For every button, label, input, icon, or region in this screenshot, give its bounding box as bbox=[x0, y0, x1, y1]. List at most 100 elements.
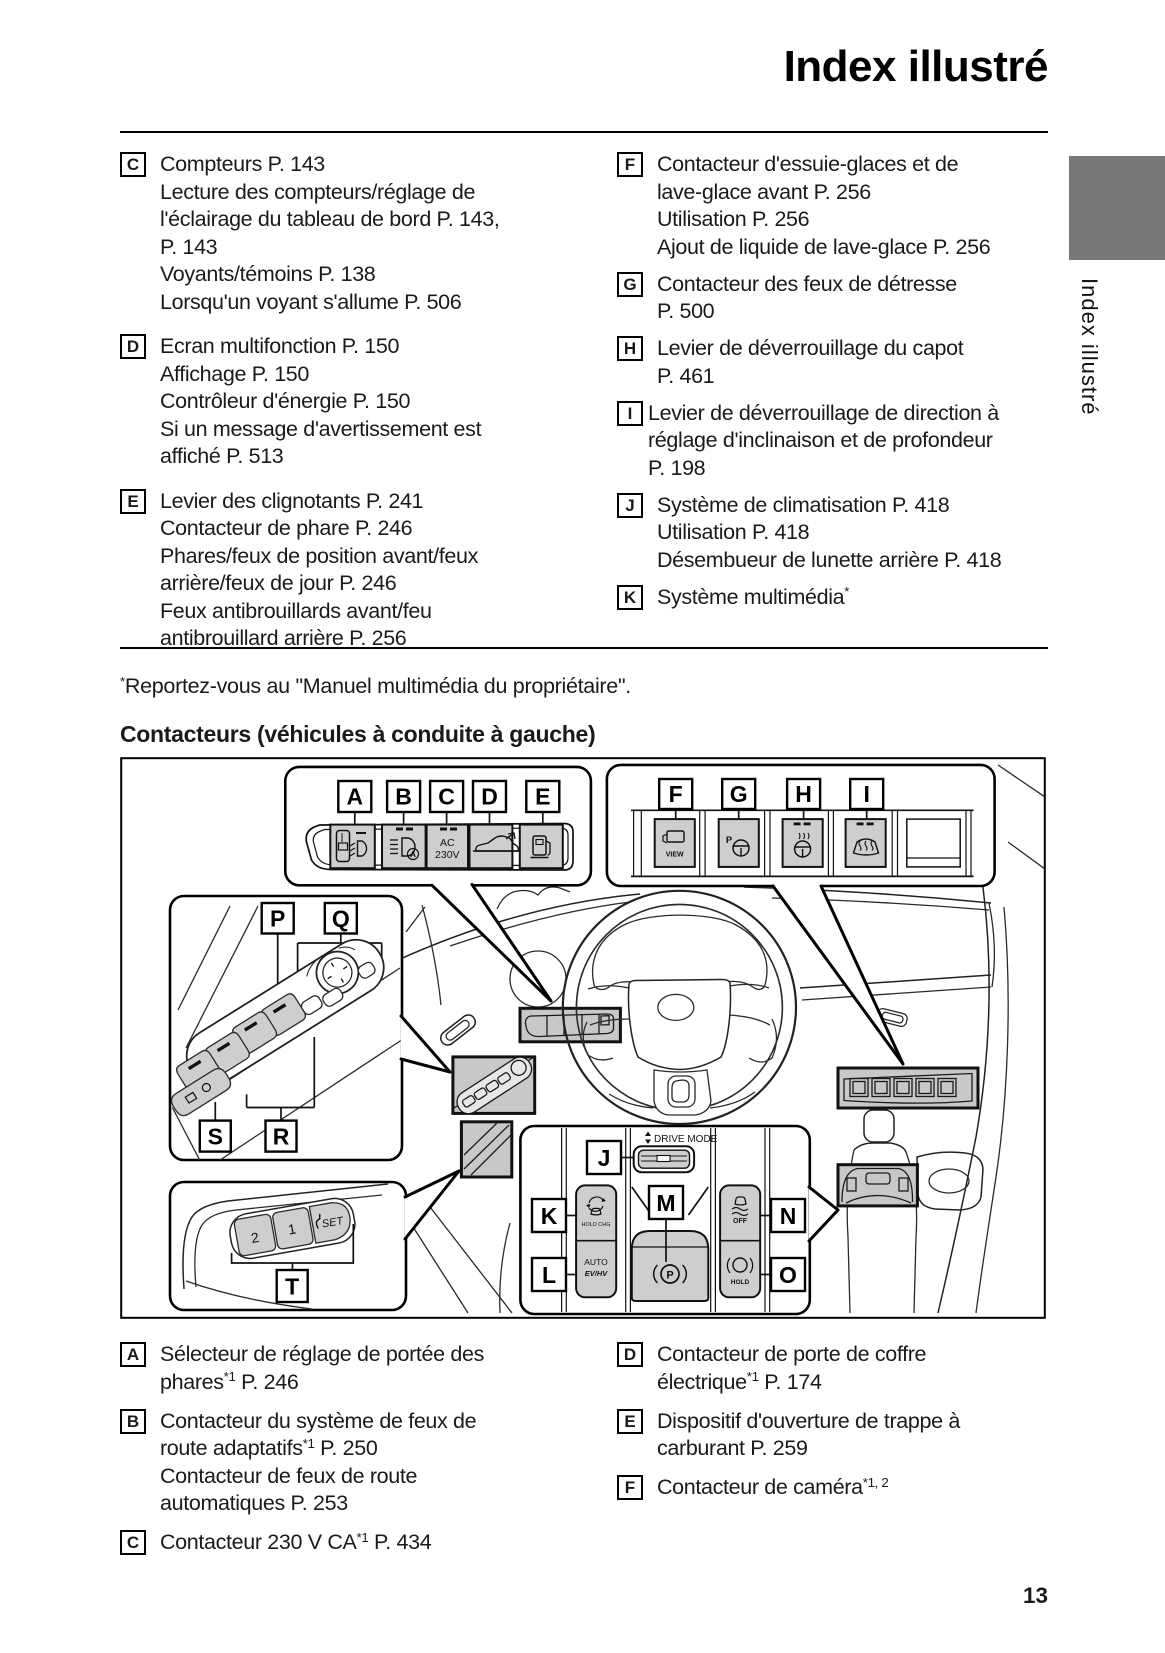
svg-text:VIEW: VIEW bbox=[666, 852, 684, 859]
title-rule bbox=[120, 131, 1048, 134]
park-assist-icon: P bbox=[726, 835, 750, 857]
parking-brake-switch bbox=[630, 1230, 710, 1302]
window-switch-cluster bbox=[170, 938, 385, 1117]
svg-text:L: L bbox=[542, 1262, 556, 1288]
callout-K: K bbox=[530, 1197, 568, 1234]
svg-text:EV/HV: EV/HV bbox=[585, 1269, 609, 1278]
highlight-console bbox=[836, 1163, 919, 1208]
drive-support-switches-left: HOLD CHG AUTO EV/HV bbox=[575, 1184, 618, 1299]
svg-text:I: I bbox=[864, 781, 870, 807]
item-letter-box: J bbox=[617, 492, 643, 518]
item-letter-box: D bbox=[617, 1342, 643, 1367]
index-item-C: C Contacteur 230 V CA*1 P. 434 bbox=[120, 1529, 590, 1557]
callout-P: P bbox=[260, 901, 295, 935]
page-title: Index illustré bbox=[783, 42, 1049, 91]
callout-M: M bbox=[647, 1184, 685, 1221]
windshield-defrost-icon bbox=[852, 822, 880, 856]
callout-B: B bbox=[385, 779, 422, 814]
svg-text:Q: Q bbox=[332, 906, 350, 932]
item-letter-box: C bbox=[120, 1530, 146, 1555]
item-letter-box: G bbox=[617, 271, 643, 297]
item-letter-box: C bbox=[120, 152, 146, 177]
inset-seat-memory: 2 1 SET T bbox=[168, 1180, 408, 1312]
svg-text:A: A bbox=[346, 784, 363, 810]
section-rule bbox=[120, 647, 1048, 649]
callout-D: D bbox=[471, 779, 508, 814]
window-switch-buttons bbox=[175, 993, 307, 1093]
svg-text:H: H bbox=[795, 781, 812, 807]
svg-text:2: 2 bbox=[250, 1229, 261, 1246]
figure-border bbox=[120, 757, 1046, 1319]
callout-R: R bbox=[264, 1119, 298, 1153]
callout-A: A bbox=[337, 779, 373, 814]
inset-door-switches: P Q S R bbox=[168, 894, 404, 1162]
seat-memory-switch: 2 1 SET bbox=[229, 1197, 356, 1260]
callout-T: T bbox=[275, 1268, 309, 1304]
chapter-tab-label: Index illustré bbox=[1077, 278, 1102, 416]
svg-text:OFF: OFF bbox=[733, 1218, 748, 1225]
callout-O: O bbox=[769, 1256, 807, 1293]
radar-cruise-icon: HOLD CHG bbox=[581, 1196, 611, 1228]
callout-Q: Q bbox=[323, 901, 359, 935]
power-tailgate-icon bbox=[473, 832, 520, 852]
item-text: Contacteur 230 V CA*1 P. 434 bbox=[160, 1529, 432, 1554]
steering-wheel bbox=[561, 889, 798, 1126]
highlight-seat-memory-area bbox=[459, 1120, 514, 1179]
rear-console bbox=[916, 1151, 984, 1211]
svg-text:E: E bbox=[535, 784, 550, 810]
inset-dash-switch-panel-left: A AC 230V bbox=[284, 765, 593, 887]
heated-steering-wheel-icon bbox=[793, 822, 812, 858]
item-letter-box: K bbox=[617, 584, 643, 610]
callout-I: I bbox=[849, 777, 885, 811]
callout-E: E bbox=[525, 779, 561, 814]
item-letter-box: H bbox=[617, 336, 643, 361]
highlight-dash-switches-left bbox=[518, 1006, 622, 1044]
svg-text:AUTO: AUTO bbox=[584, 1257, 608, 1267]
item-letter-box: E bbox=[120, 488, 146, 514]
inset-console: P HOLD CHG AUTO EV/ bbox=[519, 1124, 812, 1316]
item-letter-box: B bbox=[120, 1408, 146, 1434]
figure-heading: Contacteurs (véhicules à conduite à gauc… bbox=[120, 721, 596, 747]
svg-text:O: O bbox=[779, 1262, 797, 1288]
svg-text:230V: 230V bbox=[435, 849, 460, 861]
item-text: Système multimédia* bbox=[657, 584, 850, 609]
dashboard-scene bbox=[397, 764, 1044, 1314]
callout-J: J bbox=[585, 1139, 623, 1176]
svg-text:AC: AC bbox=[440, 837, 455, 849]
page-number: 13 bbox=[1022, 1583, 1048, 1608]
item-letter-box: E bbox=[617, 1408, 643, 1434]
svg-text:P: P bbox=[270, 906, 285, 932]
pointer-wedges bbox=[399, 883, 905, 1243]
callout-S: S bbox=[198, 1119, 233, 1153]
index-item-K: K Système multimédia* bbox=[617, 584, 1048, 612]
svg-text:A: A bbox=[410, 850, 416, 859]
passenger-seat bbox=[846, 1109, 918, 1314]
svg-text:F: F bbox=[669, 781, 683, 807]
inset-dash-switch-panel-right: VIEW P bbox=[605, 763, 996, 888]
door-handle bbox=[440, 1014, 476, 1046]
camera-view-icon: VIEW bbox=[662, 830, 685, 859]
svg-text:G: G bbox=[730, 781, 748, 807]
item-letter-box: F bbox=[617, 1475, 643, 1500]
svg-text:P: P bbox=[666, 1270, 673, 1282]
svg-text:SET: SET bbox=[321, 1215, 345, 1231]
vsc-off-icon: OFF bbox=[731, 1196, 749, 1225]
svg-text:R: R bbox=[273, 1124, 290, 1150]
